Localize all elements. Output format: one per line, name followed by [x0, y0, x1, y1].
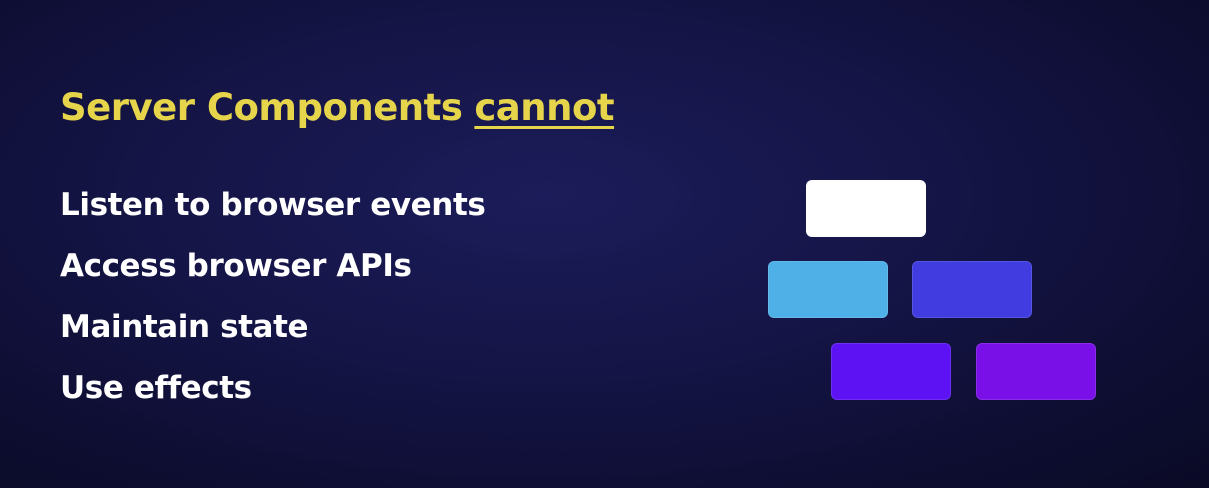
limitation-item: Use effects: [60, 370, 252, 406]
block-violet: [831, 343, 951, 400]
block-purple: [976, 343, 1096, 400]
block-light-blue: [768, 261, 888, 318]
title-emphasis: cannot: [474, 86, 615, 129]
limitation-item: Listen to browser events: [60, 187, 486, 223]
limitations-list: Listen to browser events Access browser …: [60, 182, 486, 426]
block-white: [806, 180, 926, 237]
slide-title: Server Components cannot: [60, 86, 615, 129]
limitation-item: Maintain state: [60, 309, 309, 345]
title-lead: Server Components: [60, 86, 463, 129]
block-indigo: [912, 261, 1032, 318]
limitation-item: Access browser APIs: [60, 248, 412, 284]
